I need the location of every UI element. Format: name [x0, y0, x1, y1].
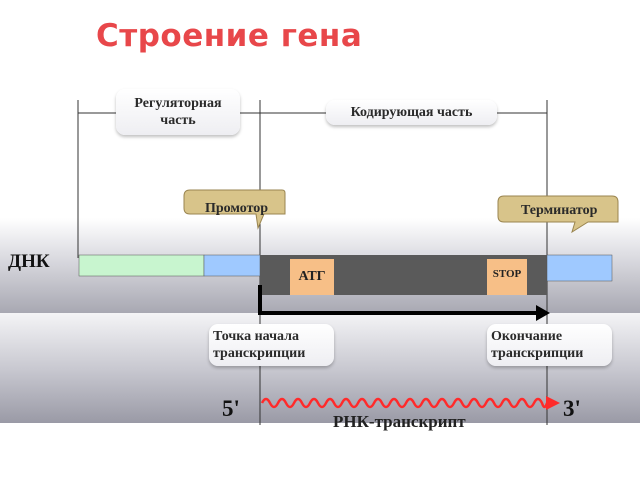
five-prime-label: 5'	[222, 396, 240, 421]
dna-terminator-segment	[546, 254, 613, 282]
promoter-callout-shape	[183, 189, 286, 230]
transcription-arrow	[258, 285, 550, 321]
rna-transcript-wave	[260, 397, 549, 409]
transcription-end-text: Окончание транскрипции	[491, 329, 584, 361]
terminator-callout-shape	[497, 195, 619, 234]
regulatory-region-label: Регуляторная часть	[116, 89, 240, 135]
dna-promoter-segment	[203, 254, 261, 277]
dna-regulatory-segment	[78, 254, 205, 277]
coding-region-text: Кодирующая часть	[350, 105, 473, 120]
rna-arrowhead	[546, 396, 560, 410]
rna-transcript-label: РНК-транскрипт	[333, 412, 466, 431]
three-prime-label: 3'	[563, 396, 581, 421]
stop-codon-box	[487, 259, 527, 295]
start-codon-box	[290, 259, 334, 295]
transcription-start-label: Точка начала транскрипции	[209, 324, 334, 366]
stop-codon-label: STOP	[492, 268, 522, 280]
page-title: Строение гена	[96, 18, 363, 54]
terminator-label: Терминатор	[521, 203, 598, 218]
coding-region-label: Кодирующая часть	[326, 100, 497, 125]
dna-label: ДНК	[8, 251, 50, 272]
regulatory-region-text: Регуляторная часть	[134, 96, 222, 128]
transcription-start-text: Точка начала транскрипции	[213, 329, 306, 361]
start-codon-label: АТГ	[298, 269, 326, 284]
transcription-end-label: Окончание транскрипции	[487, 324, 612, 366]
promoter-label: Промотор	[205, 201, 269, 216]
